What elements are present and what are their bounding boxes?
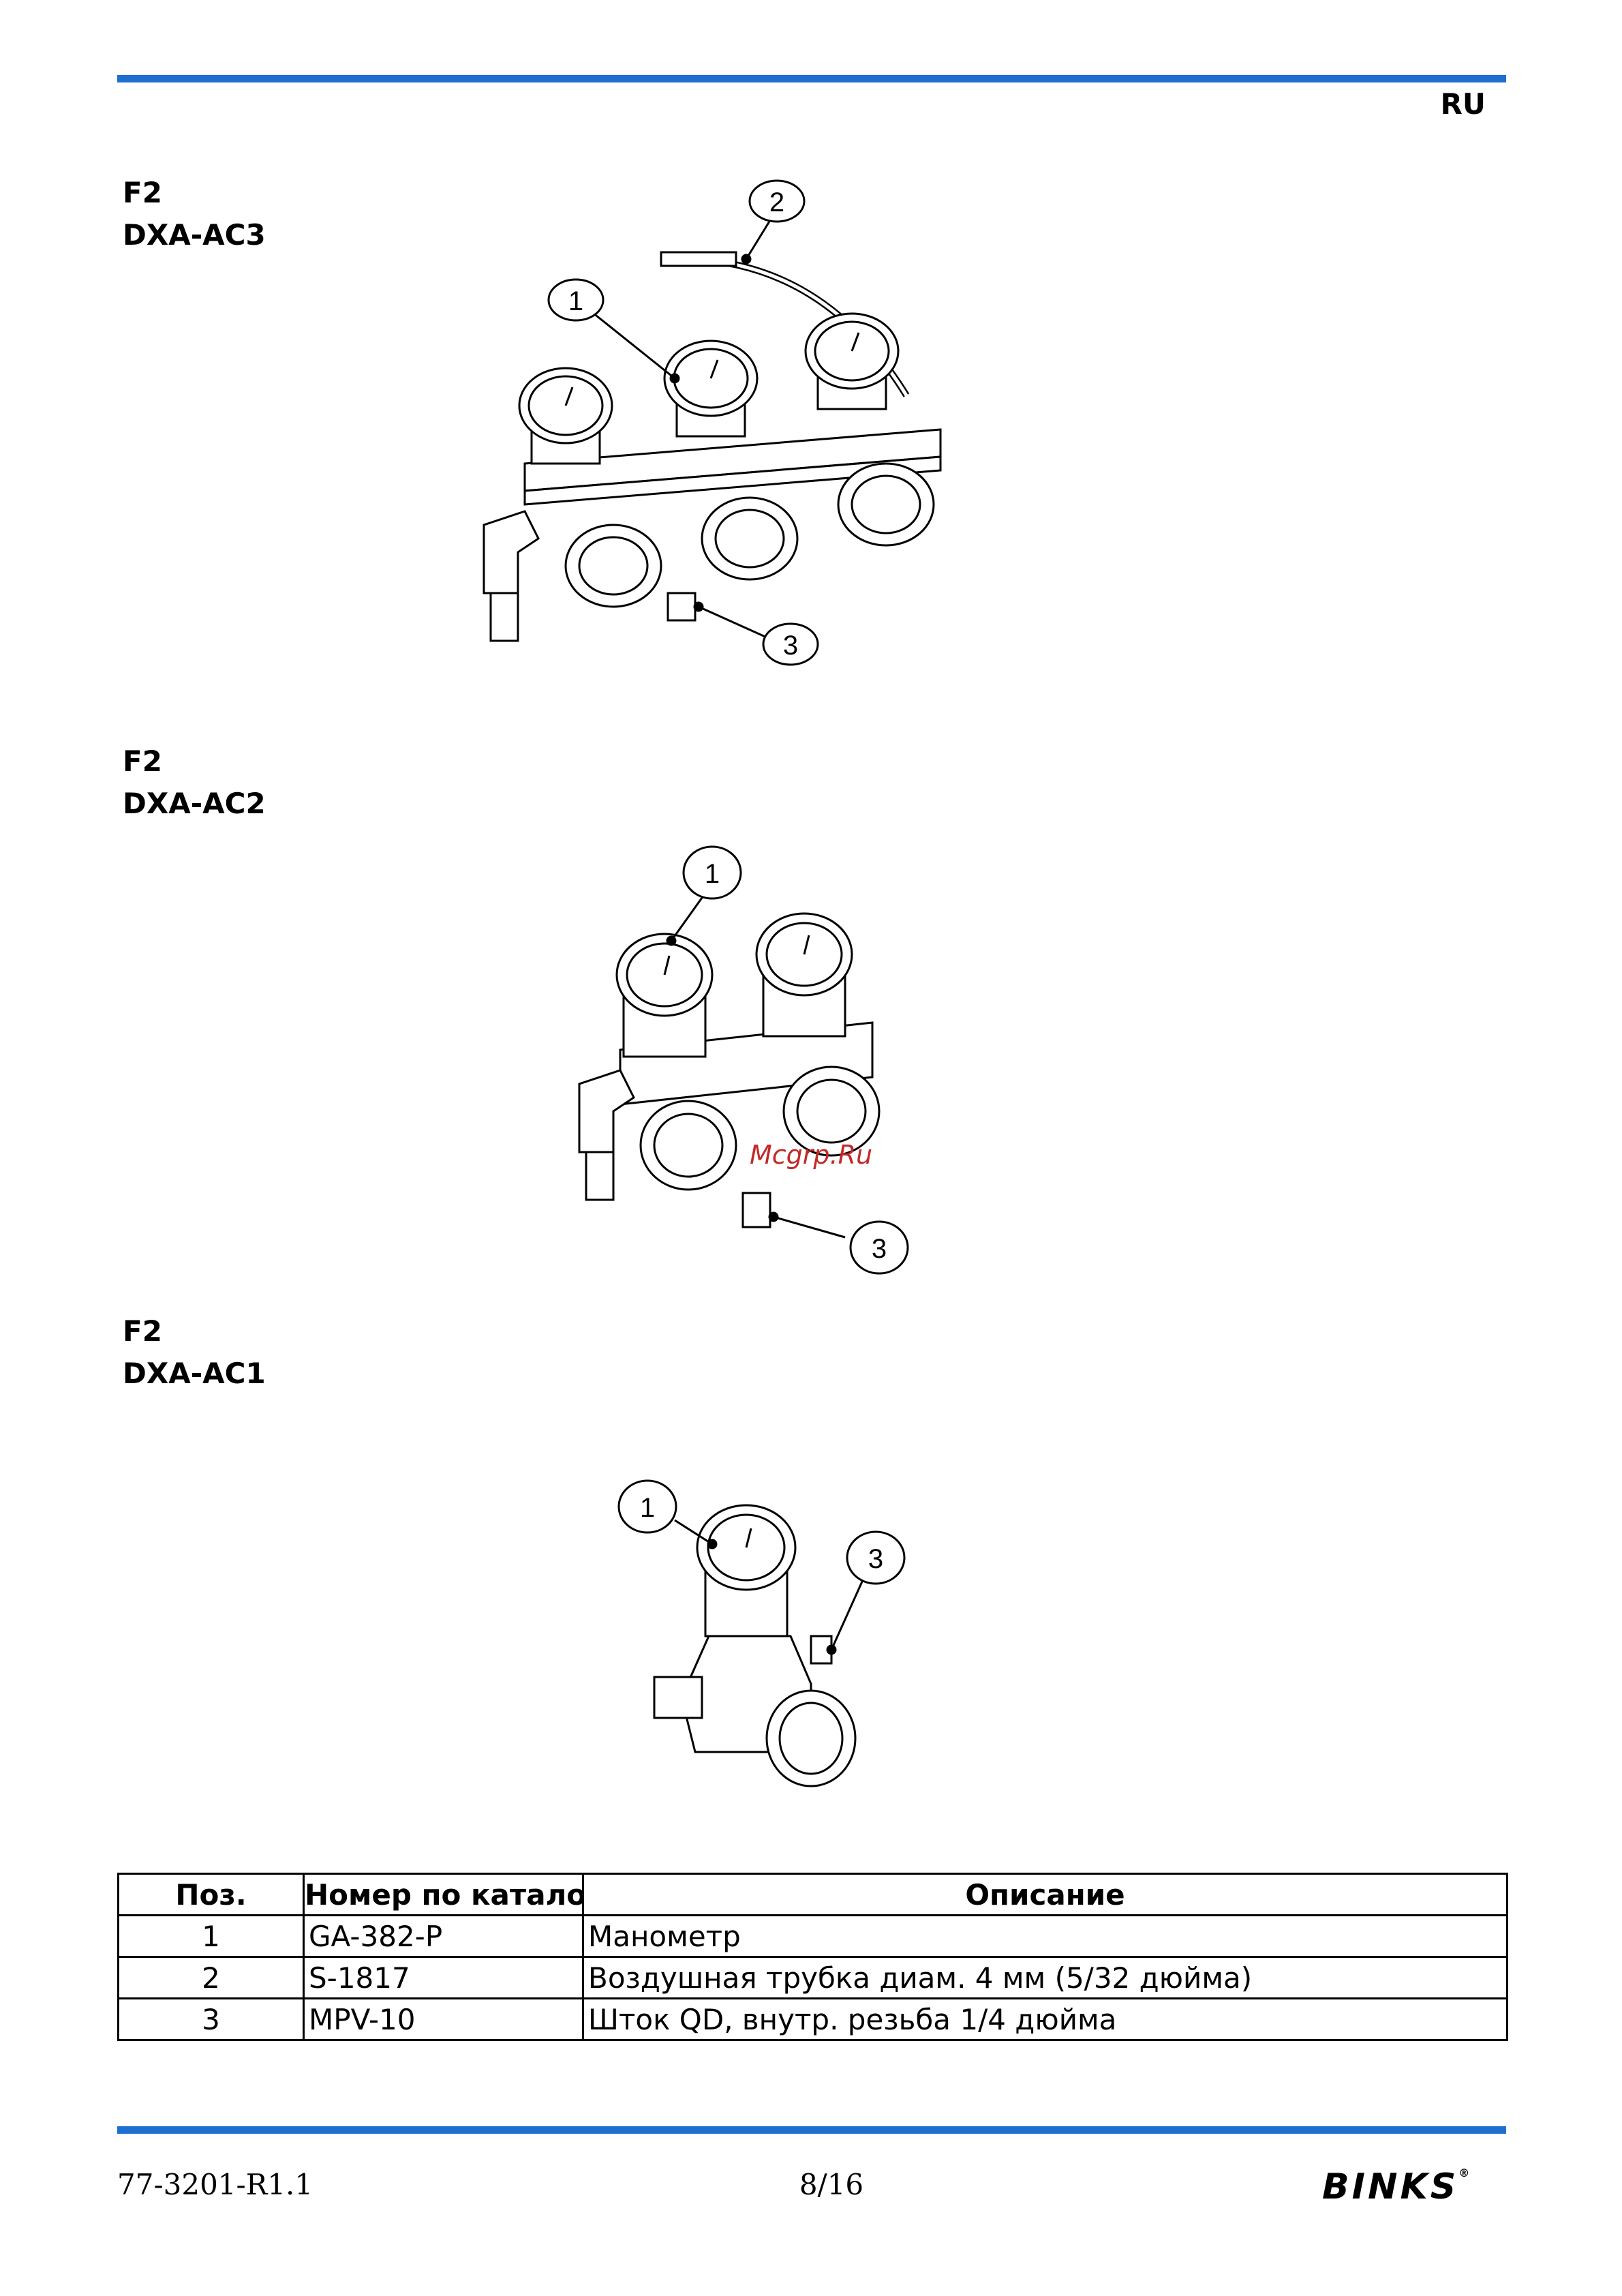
figure-label: F2 xyxy=(123,1310,266,1353)
header-pos: Поз. xyxy=(119,1874,304,1916)
model-label: DXA-AC1 xyxy=(123,1353,266,1395)
language-code: RU xyxy=(1424,87,1486,121)
cell-pos: 2 xyxy=(119,1957,304,1999)
section-title-ac3: F2 DXA-AC3 xyxy=(123,172,266,256)
gauge-center xyxy=(664,341,757,436)
parts-table: Поз. Номер по каталогу Описание 1 GA-382… xyxy=(117,1873,1508,2041)
header-rule xyxy=(117,75,1506,82)
callout-1-ac2: 1 xyxy=(705,859,720,889)
model-label: DXA-AC3 xyxy=(123,214,266,256)
gauge xyxy=(697,1505,795,1636)
figure-label: F2 xyxy=(123,172,266,214)
cell-catalog-number: S-1817 xyxy=(304,1957,583,1999)
footer-rule xyxy=(117,2126,1506,2134)
cell-description: Воздушная трубка диам. 4 мм (5/32 дюйма) xyxy=(583,1957,1508,1999)
figure-dxa-ac1: 1 3 xyxy=(607,1452,920,1820)
gauge-left xyxy=(617,934,712,1057)
callout-1-ac3: 1 xyxy=(568,286,583,316)
callout-3-ac3: 3 xyxy=(783,631,798,661)
callout-2-ac3: 2 xyxy=(769,187,784,217)
brand-name: BINKS xyxy=(1322,2166,1458,2207)
cell-pos: 1 xyxy=(119,1916,304,1957)
brand-logo: BINKS® xyxy=(1322,2166,1469,2207)
figure-dxa-ac2: 1 3 xyxy=(559,832,927,1282)
figure-label: F2 xyxy=(123,740,266,783)
callout-3-ac2: 3 xyxy=(872,1234,887,1264)
section-title-ac1: F2 DXA-AC1 xyxy=(123,1310,266,1395)
document-number: 77-3201-R1.1 xyxy=(117,2168,313,2201)
cell-catalog-number: GA-382-P xyxy=(304,1916,583,1957)
cell-description: Манометр xyxy=(583,1916,1508,1957)
gauge-right xyxy=(806,314,898,409)
table-row: 1 GA-382-P Манометр xyxy=(119,1916,1508,1957)
cell-pos: 3 xyxy=(119,1999,304,2040)
table-header-row: Поз. Номер по каталогу Описание xyxy=(119,1874,1508,1916)
header-catalog-number: Номер по каталогу xyxy=(304,1874,583,1916)
registered-mark: ® xyxy=(1458,2166,1469,2179)
callout-3-ac1: 3 xyxy=(868,1544,883,1574)
callout-1-ac1: 1 xyxy=(640,1493,655,1523)
watermark: Mcgrp.Ru xyxy=(750,1140,872,1170)
section-title-ac2: F2 DXA-AC2 xyxy=(123,740,266,825)
table-row: 3 MPV-10 Шток QD, внутр. резьба 1/4 дюйм… xyxy=(119,1999,1508,2040)
gauge-right xyxy=(756,913,852,1036)
figure-dxa-ac3: 1 2 3 xyxy=(436,170,954,682)
table-row: 2 S-1817 Воздушная трубка диам. 4 мм (5/… xyxy=(119,1957,1508,1999)
gauge-left xyxy=(519,368,612,464)
model-label: DXA-AC2 xyxy=(123,783,266,825)
cell-description: Шток QD, внутр. резьба 1/4 дюйма xyxy=(583,1999,1508,2040)
page-number: 8/16 xyxy=(750,2168,913,2201)
cell-catalog-number: MPV-10 xyxy=(304,1999,583,2040)
header-description: Описание xyxy=(583,1874,1508,1916)
